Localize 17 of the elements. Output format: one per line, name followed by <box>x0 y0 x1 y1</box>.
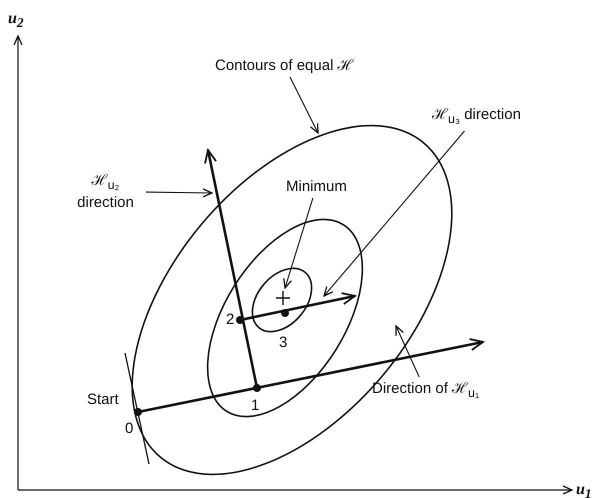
leader-line <box>395 325 420 378</box>
callout-text: Contours of equal ℋ <box>215 57 354 74</box>
point-label: Start <box>87 391 119 408</box>
axis-label: u$_{1}$ <box>576 481 592 498</box>
callout-text: ℋ$_{u₂}$ direction <box>68 172 143 211</box>
leader-line <box>290 76 319 134</box>
leader-line <box>283 198 314 289</box>
point-label: 0 <box>125 420 134 437</box>
point-label: 1 <box>251 397 260 414</box>
point-label: 3 <box>279 334 288 351</box>
callout-text: ℋ$_{u₃}$ direction <box>432 106 521 128</box>
point-label: 2 <box>226 311 234 328</box>
callout-text: Minimum <box>286 178 347 195</box>
leader-line <box>323 130 465 297</box>
callout-text: Direction of ℋ$_{u₁}$ <box>372 380 480 402</box>
axis-label: u$_{2}$ <box>8 10 24 32</box>
leader-line <box>146 188 213 198</box>
